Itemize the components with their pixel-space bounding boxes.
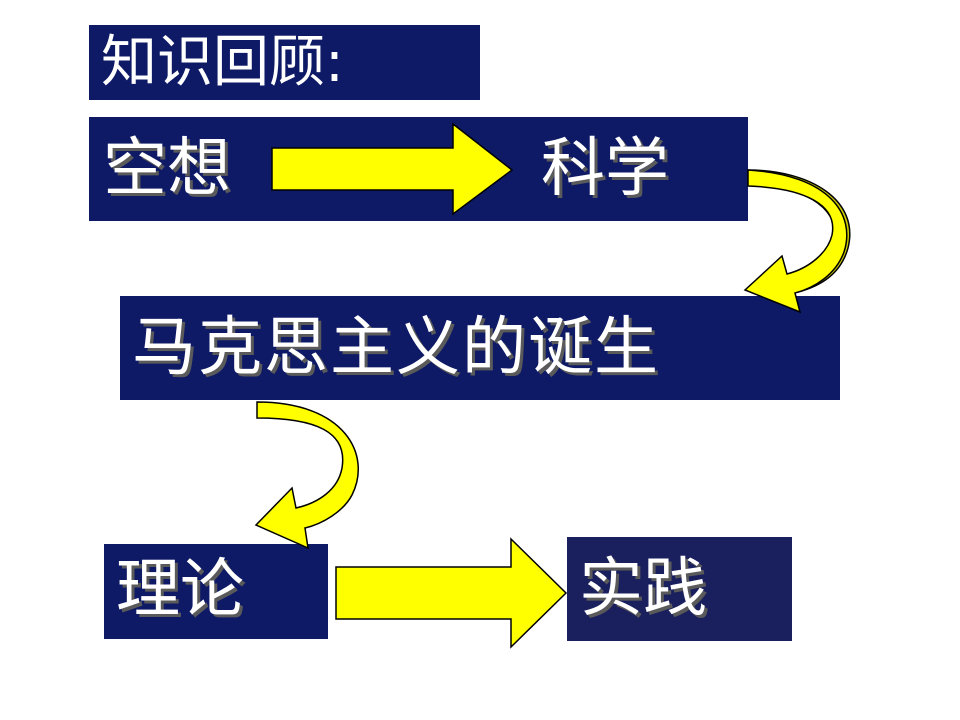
marxism-birth-label: 马克思主义的诞生 [132, 311, 660, 385]
title-box: 知识回顾: [89, 25, 480, 100]
title-label: 知识回顾: [101, 30, 344, 95]
right-arrow-icon [335, 537, 568, 649]
science-label: 科学 [541, 132, 669, 206]
marxism-birth-box: 马克思主义的诞生 [120, 296, 840, 400]
utopia-label: 空想 [103, 132, 231, 206]
practice-label: 实践 [579, 552, 707, 626]
curved-arrow-icon [254, 401, 359, 550]
theory-label: 理论 [116, 553, 244, 627]
curved-arrow-icon [743, 169, 851, 314]
utopia-science-box: 空想 科学 [89, 117, 748, 221]
theory-box: 理论 [104, 544, 328, 639]
practice-box: 实践 [567, 537, 792, 641]
